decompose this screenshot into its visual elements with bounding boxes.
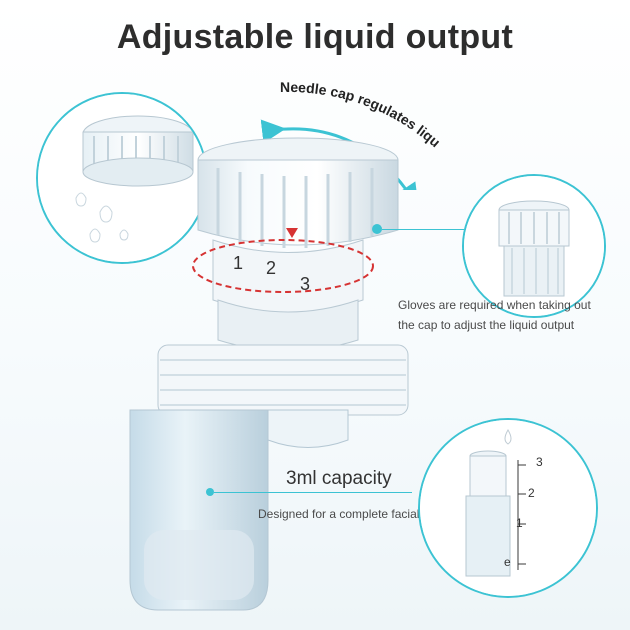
leader-line-capacity bbox=[214, 492, 412, 493]
gloves-note-line2: the cap to adjust the liquid output bbox=[398, 318, 575, 332]
bottle-scale-1: 1 bbox=[516, 516, 523, 530]
capacity-description: Designed for a complete facial care bbox=[258, 507, 447, 521]
scale-mark-3: 3 bbox=[300, 274, 311, 294]
nozzle-closeup-circle bbox=[36, 92, 208, 264]
gloves-note-line1: Gloves are required when taking out bbox=[398, 298, 591, 312]
product-bottle-illustration bbox=[129, 137, 409, 611]
capacity-title: 3ml capacity bbox=[286, 468, 392, 489]
bottle-scale-3: 3 bbox=[536, 455, 543, 469]
leader-dot-capacity bbox=[206, 488, 214, 496]
scale-mark-2: 2 bbox=[266, 258, 277, 278]
scale-mark-1: 1 bbox=[233, 253, 244, 273]
bottle-scale-2: 2 bbox=[528, 486, 535, 500]
curved-arrow-label: Needle cap regulates liquid output bbox=[250, 70, 444, 190]
page-title: Adjustable liquid output bbox=[116, 18, 514, 56]
bottle-scale-e: e bbox=[504, 555, 511, 569]
bottle-scale-closeup-circle bbox=[418, 418, 598, 598]
cap-removal-closeup-circle bbox=[462, 174, 606, 318]
leader-dot-cap bbox=[372, 224, 382, 234]
leader-line-cap bbox=[382, 229, 464, 230]
gloves-note: Gloves are required when taking out the … bbox=[398, 295, 618, 335]
